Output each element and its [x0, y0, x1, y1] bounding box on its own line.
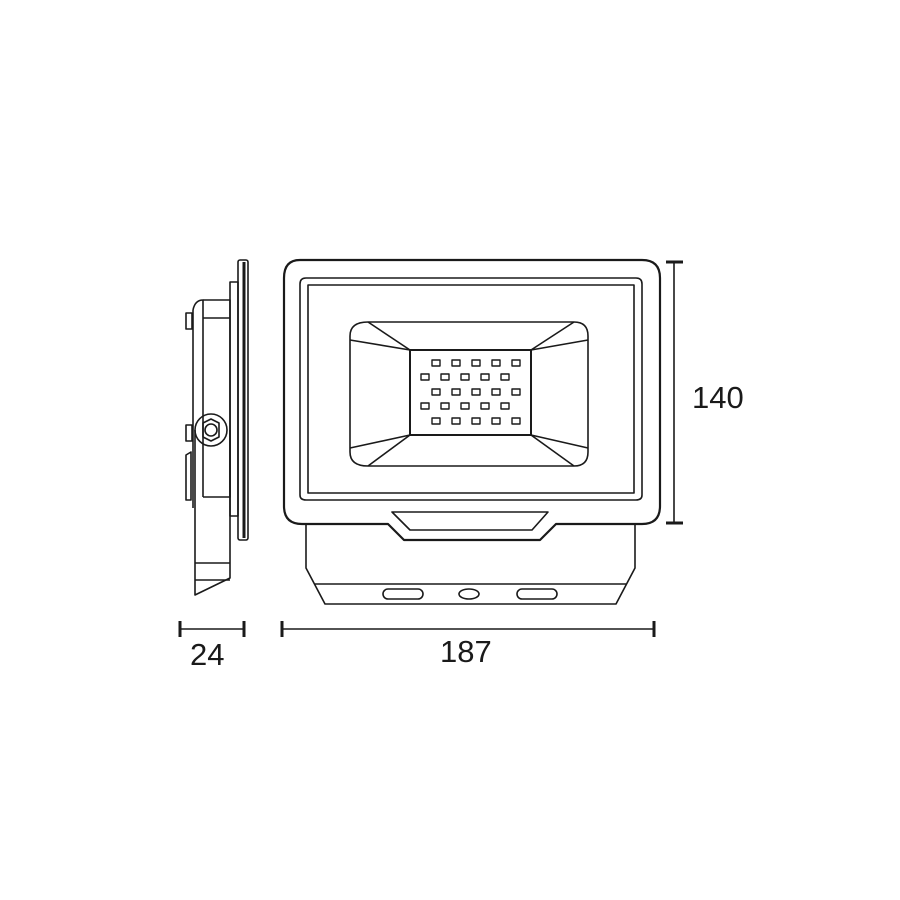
dimension-height-line: [666, 260, 683, 525]
led-array: [420, 359, 521, 425]
front-view: [282, 258, 662, 605]
dimension-height-label: 140: [692, 380, 744, 415]
dimension-width-label: 187: [440, 634, 492, 669]
side-view: [185, 259, 249, 596]
dimension-depth-label: 24: [190, 637, 225, 672]
dimension-depth-line: [178, 621, 246, 637]
dimension-width-line: [280, 621, 656, 637]
